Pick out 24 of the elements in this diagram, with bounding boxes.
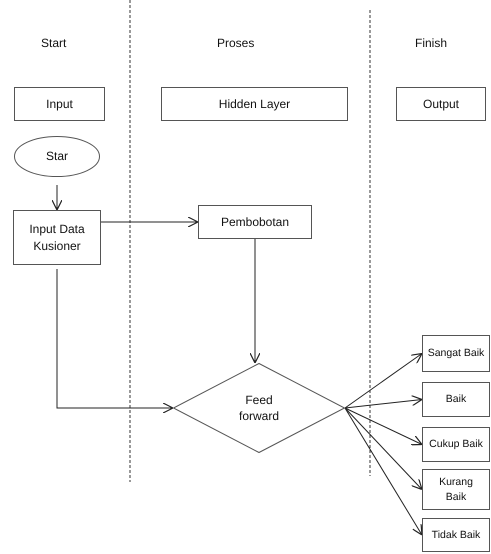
arrow bbox=[56, 268, 174, 414]
arrow bbox=[249, 238, 261, 364]
process-box: Pembobotan bbox=[198, 205, 312, 239]
output-box: Cukup Baik bbox=[422, 427, 490, 462]
lane-heading: Start bbox=[41, 36, 66, 50]
arrow bbox=[344, 395, 423, 408]
lane-heading: Finish bbox=[415, 36, 448, 50]
process-box: Input Data Kusioner bbox=[13, 210, 101, 265]
arrow bbox=[344, 352, 423, 408]
stage-box: Input bbox=[14, 87, 105, 121]
stage-box: Output bbox=[396, 87, 486, 121]
arrow bbox=[100, 216, 199, 228]
arrow bbox=[344, 408, 423, 446]
start-ellipse: Star bbox=[14, 136, 100, 177]
decision-diamond: Feed forward bbox=[173, 363, 345, 453]
lane-heading: Proses bbox=[217, 36, 254, 50]
output-box: Kurang Baik bbox=[422, 469, 490, 510]
stage-box: Hidden Layer bbox=[161, 87, 348, 121]
arrow bbox=[344, 408, 423, 490]
arrow bbox=[344, 408, 423, 536]
output-box: Sangat Baik bbox=[422, 335, 490, 372]
output-box: Tidak Baik bbox=[422, 518, 490, 552]
output-box: Baik bbox=[422, 382, 490, 417]
arrow bbox=[51, 184, 63, 211]
